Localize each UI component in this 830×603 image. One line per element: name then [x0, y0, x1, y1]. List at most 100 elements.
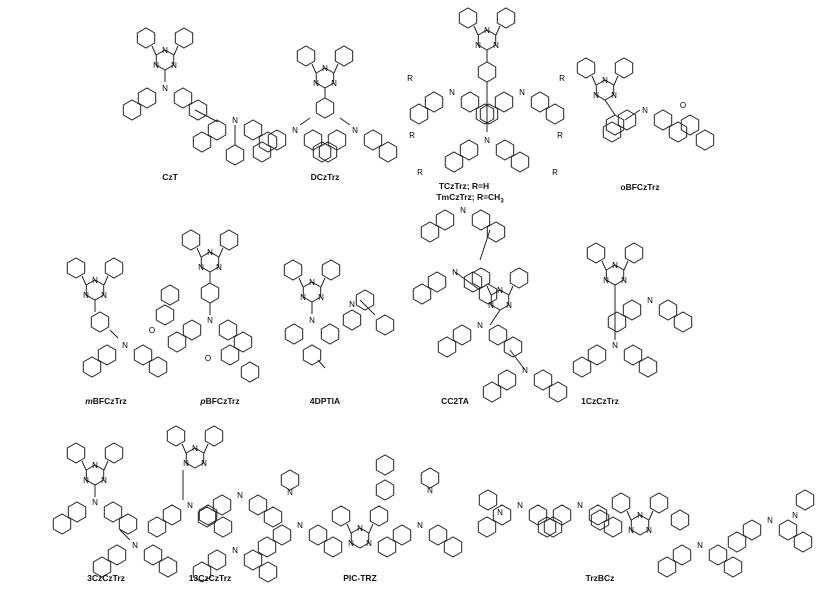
atom-N: N [577, 501, 583, 510]
atom-N: N [171, 61, 177, 70]
bond [103, 275, 109, 286]
bond [218, 247, 224, 258]
label-4dptia: 4DPTIA [309, 396, 341, 406]
atom-N: N [187, 501, 193, 510]
atom-N: N [122, 341, 128, 350]
atom-N: N [484, 26, 490, 35]
label-pbfcztrz: pBFCzTrz [200, 396, 240, 406]
ring [302, 344, 322, 366]
ring [458, 7, 478, 29]
bond [648, 510, 654, 521]
atom-N: N [348, 539, 354, 548]
bond [109, 329, 119, 339]
bond [623, 260, 629, 271]
ring [630, 514, 650, 536]
atom-N: N [497, 508, 503, 517]
atom-N: N [192, 444, 198, 453]
ring [611, 492, 631, 514]
ring [137, 87, 157, 109]
label-3czcztrz: 3CzCzTrz [87, 573, 125, 583]
ring [158, 556, 178, 578]
ring [427, 271, 447, 293]
bond [333, 63, 339, 74]
ring [320, 323, 340, 345]
label-cc2ta: CC2TA [441, 396, 469, 406]
ring [479, 103, 499, 125]
ring [670, 509, 690, 531]
ring [315, 97, 335, 119]
ring [200, 282, 220, 304]
bond [624, 109, 641, 121]
bond [454, 271, 481, 291]
ring [143, 544, 163, 566]
ring [409, 103, 429, 125]
ring [617, 109, 637, 131]
atom-N: N [612, 261, 618, 270]
ring [471, 267, 491, 289]
atom-N: N [506, 301, 512, 310]
ring [52, 513, 72, 535]
ring [443, 536, 463, 558]
atom-N: N [647, 296, 653, 305]
ring [437, 336, 457, 358]
ring [475, 103, 495, 125]
atom-R: R [407, 74, 413, 83]
ring [695, 129, 715, 151]
ring [207, 119, 227, 141]
ring [622, 299, 642, 321]
ring [452, 324, 472, 346]
ring [392, 524, 412, 546]
bond [181, 443, 187, 454]
bond [196, 247, 202, 258]
atom-N: N [621, 276, 627, 285]
ring [67, 501, 87, 523]
ring [369, 505, 389, 527]
ring [496, 7, 516, 29]
label-mbfcztrz: mBFCzTrz [85, 396, 127, 406]
label-tmcztrz: TmCzTrz; R=CH3 [436, 192, 504, 205]
ring [155, 304, 175, 326]
atom-N: N [366, 539, 372, 548]
ring [653, 109, 673, 131]
ring [412, 283, 432, 305]
ring [174, 27, 194, 49]
atom-R: R [409, 131, 415, 140]
atom-N: N [331, 79, 337, 88]
atom-N: N [349, 300, 355, 309]
atom-N: N [183, 459, 189, 468]
atom-N: N [519, 88, 525, 97]
ring [280, 469, 300, 491]
ring [233, 331, 253, 353]
bond [479, 229, 491, 261]
ring [212, 494, 232, 516]
bond [601, 260, 607, 271]
atom-N: N [287, 488, 293, 497]
ring [240, 361, 260, 383]
bond [311, 63, 317, 74]
ring [672, 544, 692, 566]
bond [298, 277, 304, 288]
atom-N: N [309, 316, 315, 325]
atom-N: N [484, 136, 490, 145]
ring [459, 139, 479, 161]
ring [638, 356, 658, 378]
atom-N: N [292, 126, 298, 135]
ring [590, 509, 610, 531]
atom-N: N [83, 291, 89, 300]
atom-N: N [497, 286, 503, 295]
ring [248, 494, 268, 516]
atom-N: N [449, 88, 455, 97]
atom-N: N [198, 263, 204, 272]
ring [103, 501, 123, 523]
atom-N: N [488, 301, 494, 310]
ring [272, 524, 292, 546]
label-dcztrz: DCzTrz [310, 172, 340, 182]
ring [258, 561, 278, 583]
ring [82, 356, 102, 378]
ring [624, 242, 644, 264]
label-obfcztrz: oBFCzTrz [620, 182, 660, 192]
ring [166, 425, 186, 447]
